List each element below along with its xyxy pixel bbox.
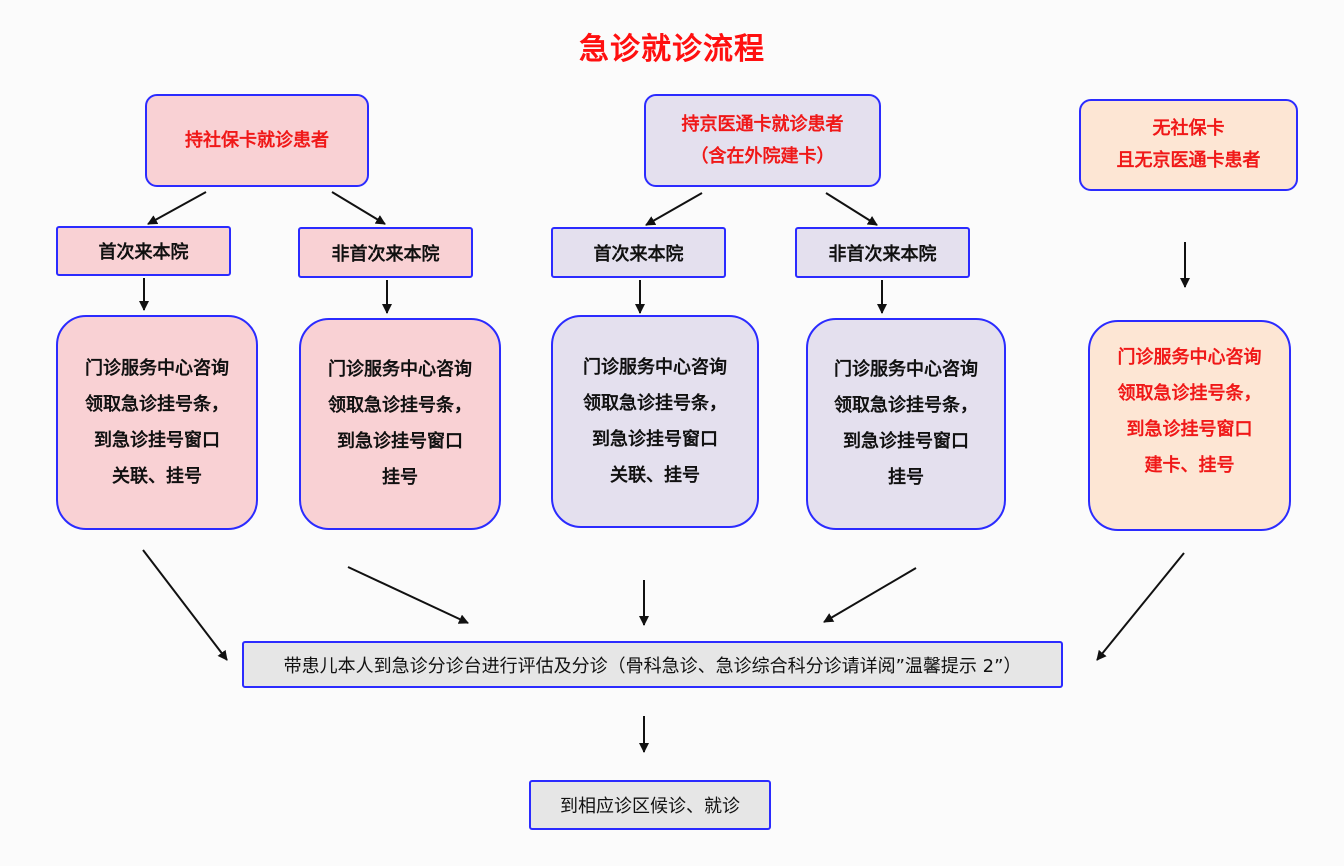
step-line: 到急诊挂号窗口 xyxy=(592,428,718,450)
arrow-step5-to-triage xyxy=(1096,552,1185,661)
step-line: 门诊服务中心咨询 xyxy=(328,359,472,380)
step-line: 挂号 xyxy=(888,467,924,488)
jing-card-header-box: 持京医通卡就诊患者 （含在外院建卡） xyxy=(644,94,881,187)
jing-card-first-visit-box: 首次来本院 xyxy=(551,227,726,278)
no-card-header-line-1: 无社保卡 xyxy=(1152,118,1225,139)
step-line: 领取急诊挂号条， xyxy=(583,392,727,414)
step-line: 建卡、挂号 xyxy=(1144,455,1235,476)
jing-card-first-steps-box: 门诊服务中心咨询 领取急诊挂号条， 到急诊挂号窗口 关联、挂号 xyxy=(551,315,759,528)
step-line: 关联、挂号 xyxy=(112,465,202,487)
step-line: 领取急诊挂号条， xyxy=(1117,383,1262,404)
arrow-step4-to-triage xyxy=(823,567,917,623)
step-line: 到急诊挂号窗口 xyxy=(1126,419,1253,440)
arrow-social-to-return xyxy=(331,191,386,225)
social-card-header-line-1: 持社保卡就诊患者 xyxy=(185,129,329,151)
arrow-social-to-first xyxy=(147,191,207,225)
jing-card-return-steps-box: 门诊服务中心咨询 领取急诊挂号条， 到急诊挂号窗口 挂号 xyxy=(806,318,1006,530)
social-card-first-steps-box: 门诊服务中心咨询 领取急诊挂号条， 到急诊挂号窗口 关联、挂号 xyxy=(56,315,258,530)
jing-card-return-visit-box: 非首次来本院 xyxy=(795,227,970,278)
step-line: 门诊服务中心咨询 xyxy=(583,356,727,378)
triage-box: 带患儿本人到急诊分诊台进行评估及分诊（骨科急诊、急诊综合科分诊请详阅”温馨提示 … xyxy=(242,641,1063,688)
step-line: 关联、挂号 xyxy=(610,464,700,486)
jing-card-header-line-1: 持京医通卡就诊患者 xyxy=(681,113,844,135)
no-card-header-box: 无社保卡 且无京医通卡患者 xyxy=(1079,99,1298,191)
social-card-return-visit-label: 非首次来本院 xyxy=(331,243,440,265)
final-label: 到相应诊区候诊、就诊 xyxy=(560,796,740,817)
no-card-steps-box: 门诊服务中心咨询 领取急诊挂号条， 到急诊挂号窗口 建卡、挂号 xyxy=(1088,320,1291,531)
step-line: 门诊服务中心咨询 xyxy=(85,357,229,379)
step-line: 领取急诊挂号条， xyxy=(85,393,229,415)
step-line: 到急诊挂号窗口 xyxy=(337,431,463,452)
step-line: 门诊服务中心咨询 xyxy=(1117,347,1262,368)
step-line: 到急诊挂号窗口 xyxy=(94,429,220,451)
step-line: 领取急诊挂号条， xyxy=(834,395,978,416)
jing-card-return-visit-label: 非首次来本院 xyxy=(828,243,937,265)
arrow-jing-to-return xyxy=(825,192,878,226)
page-title: 急诊就诊流程 xyxy=(579,32,765,67)
arrow-step2-to-triage xyxy=(347,566,469,624)
social-card-return-steps-box: 门诊服务中心咨询 领取急诊挂号条， 到急诊挂号窗口 挂号 xyxy=(299,318,501,530)
arrow-jing-to-first xyxy=(645,192,703,226)
arrow-step1-to-triage xyxy=(142,549,228,661)
social-card-first-visit-label: 首次来本院 xyxy=(98,242,189,263)
triage-label: 带患儿本人到急诊分诊台进行评估及分诊（骨科急诊、急诊综合科分诊请详阅”温馨提示 … xyxy=(283,655,1022,677)
step-line: 领取急诊挂号条， xyxy=(328,395,472,416)
jing-card-first-visit-label: 首次来本院 xyxy=(593,243,684,265)
social-card-first-visit-box: 首次来本院 xyxy=(56,226,231,276)
jing-card-header-line-2: （含在外院建卡） xyxy=(690,145,835,167)
step-line: 门诊服务中心咨询 xyxy=(834,359,978,380)
social-card-return-visit-box: 非首次来本院 xyxy=(298,227,473,278)
no-card-header-line-2: 且无京医通卡患者 xyxy=(1116,150,1261,171)
step-line: 到急诊挂号窗口 xyxy=(843,431,969,452)
social-card-header-box: 持社保卡就诊患者 xyxy=(145,94,369,187)
step-line: 挂号 xyxy=(382,467,418,488)
final-box: 到相应诊区候诊、就诊 xyxy=(529,780,771,830)
